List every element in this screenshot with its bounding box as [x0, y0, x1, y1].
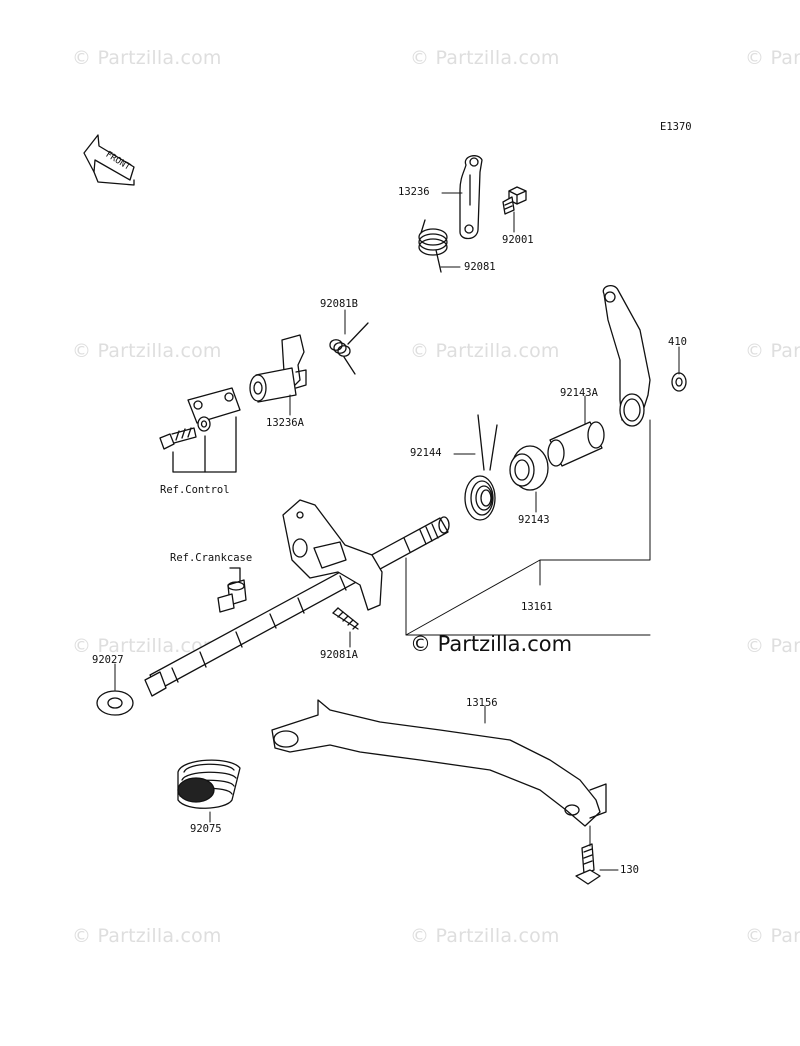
ref-crankcase-pin	[217, 567, 247, 613]
part-130-bolt	[575, 843, 601, 885]
part-label-92081A: 92081A	[320, 649, 358, 661]
part-92075-pedal-rubber	[177, 759, 241, 809]
part-label-92081: 92081	[464, 261, 496, 273]
part-13236A-cam	[249, 334, 307, 403]
part-label-13236: 13236	[398, 186, 430, 198]
watermark: © Partzilla.com	[72, 925, 222, 947]
watermark: © Partzilla.com	[745, 47, 800, 69]
part-label-13236A: 13236A	[266, 417, 304, 429]
part-label-13156: 13156	[466, 697, 498, 709]
diagram-code: E1370	[660, 121, 692, 133]
part-92001-bolt	[502, 186, 527, 215]
part-92143-bushing	[509, 445, 549, 491]
part-label-92027: 92027	[92, 654, 124, 666]
part-92143A-collar	[547, 421, 605, 467]
part-92081B-spring	[329, 322, 369, 375]
part-label-92144: 92144	[410, 447, 442, 459]
ref-control-label: Ref.Control	[160, 484, 230, 496]
partzilla-credit: © Partzilla.com	[410, 632, 573, 656]
watermark: © Partzilla.com	[72, 635, 222, 657]
watermark: © Partzilla.com	[410, 47, 560, 69]
part-92081A-spring	[332, 607, 359, 630]
part-label-410: 410	[668, 336, 687, 348]
watermark: © Partzilla.com	[745, 925, 800, 947]
ref-control-plate	[159, 387, 241, 473]
watermark: © Partzilla.com	[410, 340, 560, 362]
part-410-washer	[671, 372, 687, 392]
part-92144-spring	[464, 414, 498, 521]
watermark: © Partzilla.com	[745, 340, 800, 362]
part-shift-arm	[602, 284, 651, 427]
watermark: © Partzilla.com	[410, 925, 560, 947]
part-13236-lever	[459, 155, 483, 240]
watermark: © Partzilla.com	[745, 635, 800, 657]
part-shift-plate	[282, 499, 383, 611]
part-label-92075: 92075	[190, 823, 222, 835]
ref-crankcase-label: Ref.Crankcase	[170, 552, 253, 564]
part-13156-shift-pedal	[271, 699, 607, 827]
front-arrow-icon: FRONT	[83, 134, 135, 186]
leader-lines	[114, 192, 680, 871]
part-label-13161: 13161	[521, 601, 553, 613]
part-label-92143A: 92143A	[560, 387, 598, 399]
part-label-92081B: 92081B	[320, 298, 358, 310]
watermark: © Partzilla.com	[72, 340, 222, 362]
part-label-92001: 92001	[502, 234, 534, 246]
part-92027-washer	[96, 690, 134, 716]
part-label-130: 130	[620, 864, 639, 876]
watermark: © Partzilla.com	[72, 47, 222, 69]
part-92081-spring	[418, 219, 448, 273]
part-label-92143: 92143	[518, 514, 550, 526]
